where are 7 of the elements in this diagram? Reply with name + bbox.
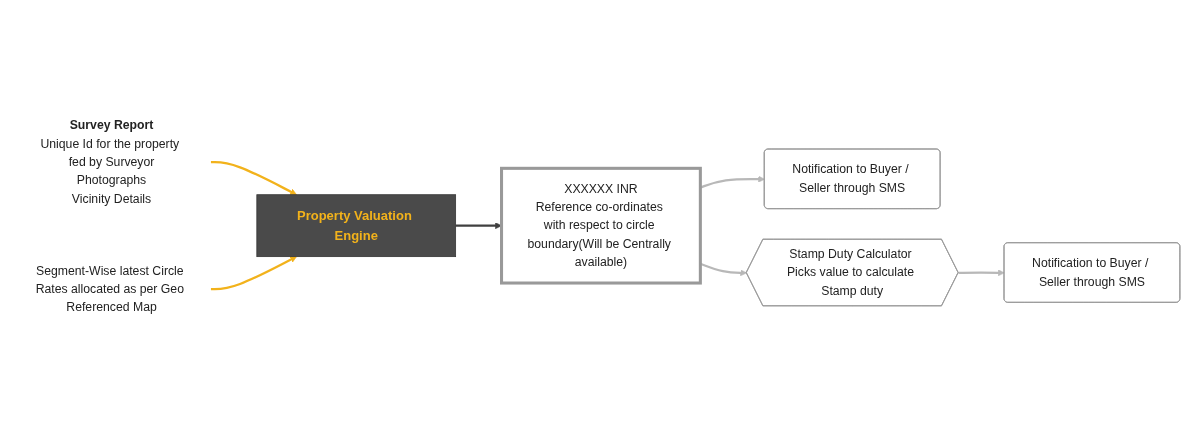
node-text: Segment-Wise latest Circle Rates allocated as per Geo Referenced Map [35, 263, 184, 314]
node-text: Survey Report Unique Id for the property fed by Surveyor Photographs Vicinity Details [40, 118, 180, 206]
arrow [210, 256, 297, 291]
arrow [958, 269, 1005, 277]
node-box: Property Valuation Engine [256, 194, 457, 258]
arrow [210, 161, 297, 195]
node-box: XXXXXX INR Reference co-ordinates with respect to circle boundary(Will be Centrally available) [500, 166, 702, 285]
